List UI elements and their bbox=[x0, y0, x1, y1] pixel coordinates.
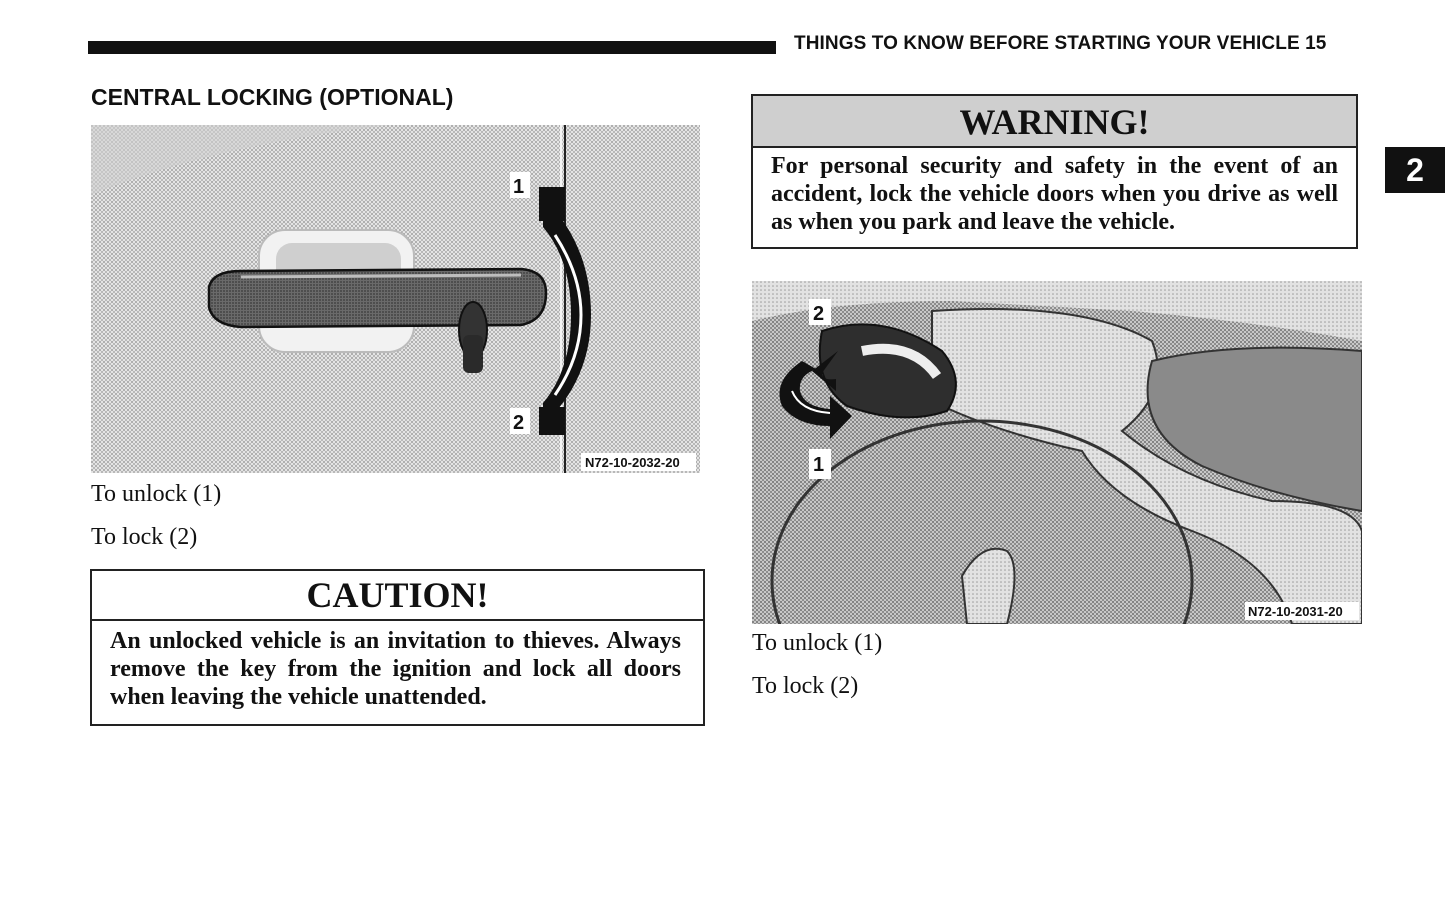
section-title: CENTRAL LOCKING (OPTIONAL) bbox=[91, 84, 454, 110]
warning-box: WARNING! For personal security and safet… bbox=[751, 94, 1358, 249]
interior-door-lock-figure: 2 1 N72-10-2031-20 bbox=[752, 281, 1362, 624]
caption-unlock-left: To unlock (1) bbox=[91, 481, 222, 507]
figure-code-left: N72-10-2032-20 bbox=[585, 455, 680, 470]
lock-label-2-right: 2 bbox=[813, 303, 824, 325]
caution-box: CAUTION! An unlocked vehicle is an invit… bbox=[90, 569, 705, 726]
caution-text: An unlocked vehicle is an invitation to … bbox=[110, 628, 681, 710]
figure-code-right: N72-10-2031-20 bbox=[1248, 604, 1343, 619]
caption-lock-right: To lock (2) bbox=[752, 673, 859, 699]
unlock-label-1-right: 1 bbox=[813, 454, 824, 476]
warning-text: For personal security and safety in the … bbox=[771, 153, 1338, 235]
lock-label-2: 2 bbox=[513, 412, 524, 434]
caution-heading: CAUTION! bbox=[92, 571, 703, 621]
unlock-label-1: 1 bbox=[513, 176, 524, 198]
running-header: THINGS TO KNOW BEFORE STARTING YOUR VEHI… bbox=[794, 33, 1327, 54]
header-rule bbox=[88, 41, 776, 54]
chapter-tab: 2 bbox=[1385, 147, 1445, 193]
warning-heading: WARNING! bbox=[753, 96, 1356, 148]
exterior-door-handle-figure: 1 2 N72-10-2032-20 bbox=[91, 125, 700, 473]
caption-lock-left: To lock (2) bbox=[91, 524, 198, 550]
caption-unlock-right: To unlock (1) bbox=[752, 630, 883, 656]
